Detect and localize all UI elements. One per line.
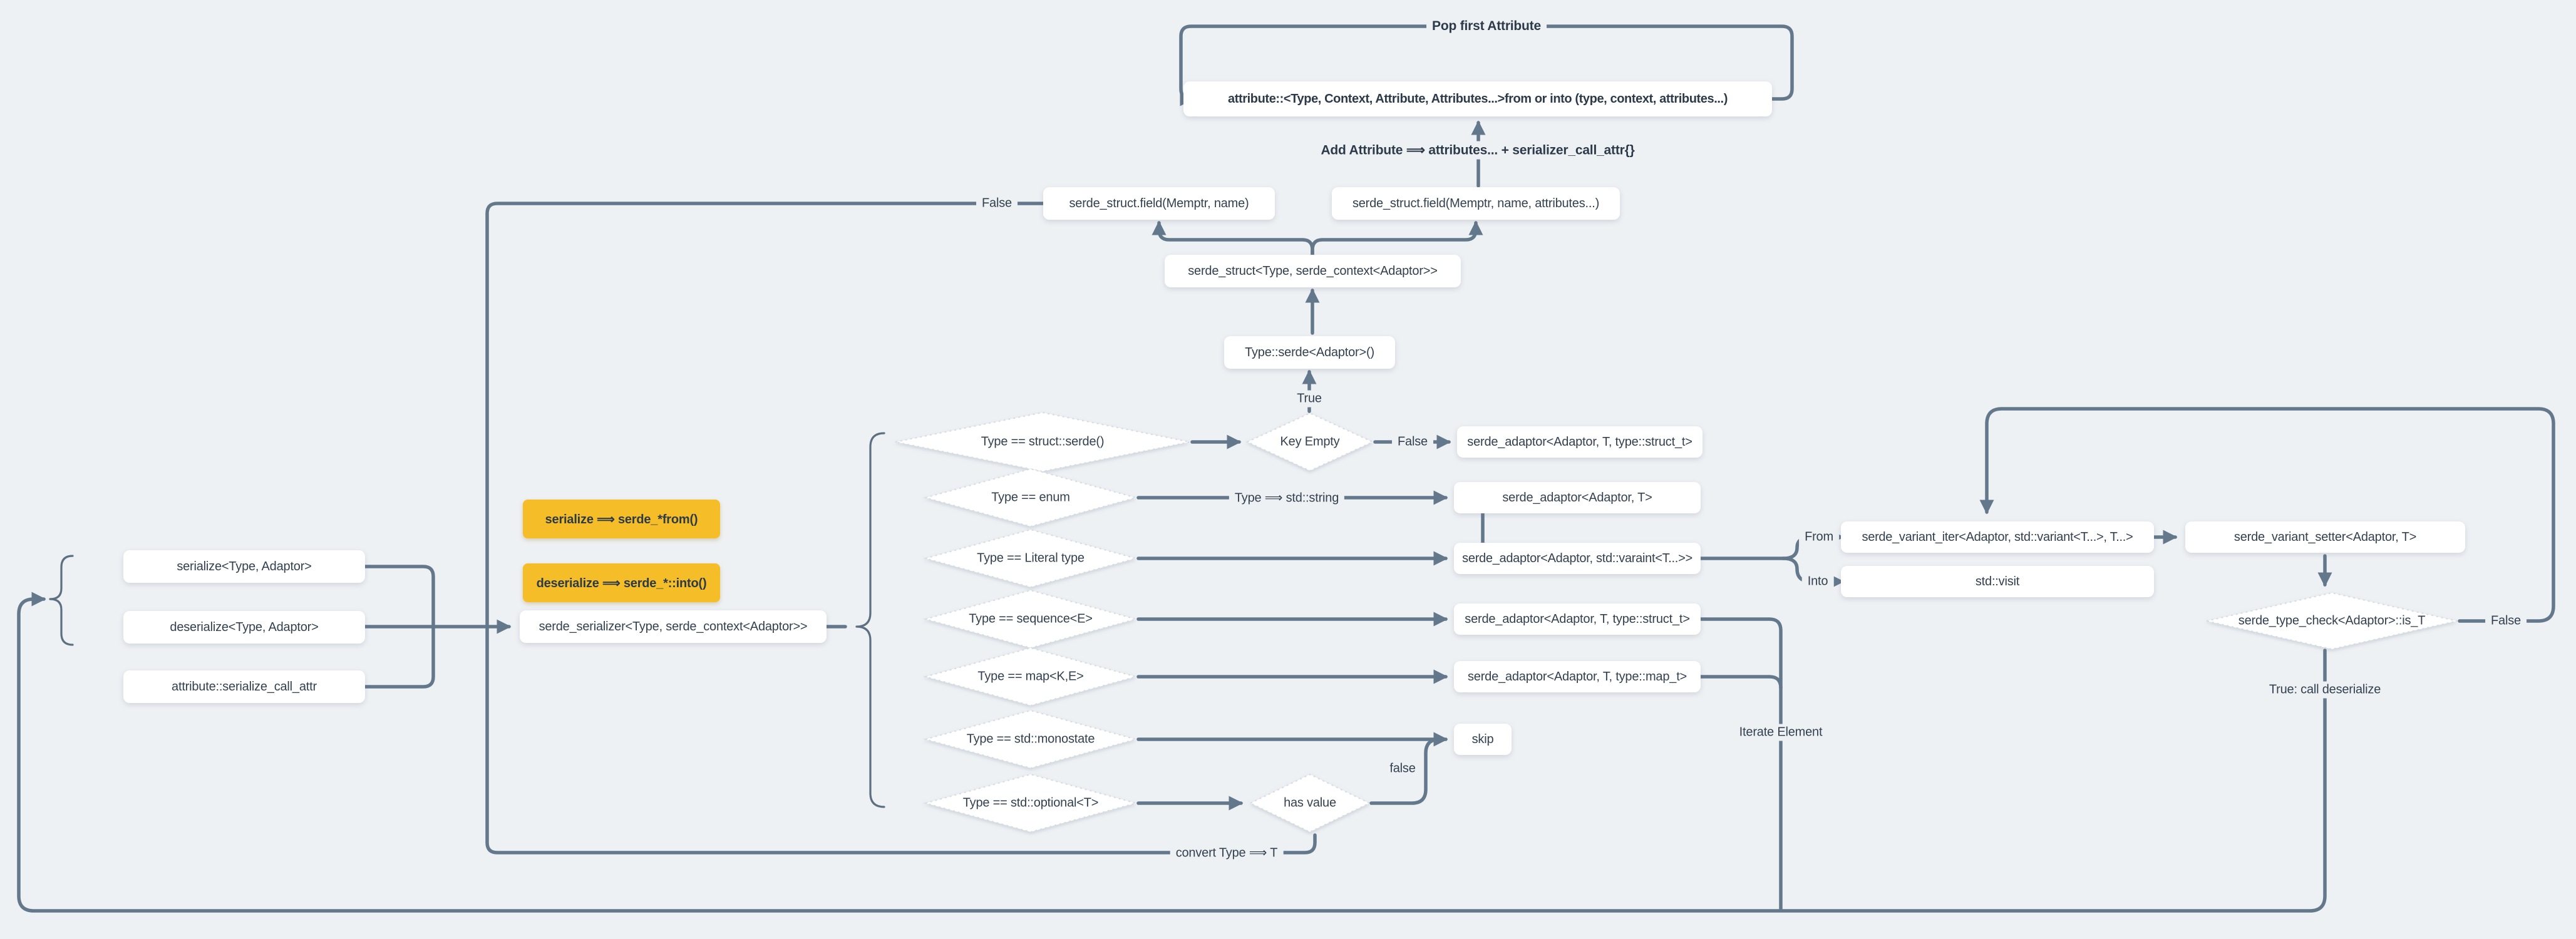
adaptor-t-box: serde_adaptor<Adaptor, T> [1454, 482, 1701, 513]
false-key-label: False [1392, 433, 1433, 451]
diamond-key-empty-label: Key Empty [1280, 434, 1340, 449]
diamond-enum-label: Type == enum [991, 490, 1070, 505]
edge-iterate-vertical [1699, 617, 1783, 911]
diamond-optional-label: Type == std::optional<T> [962, 796, 1099, 810]
serialize-box: serialize<Type, Adaptor> [123, 550, 365, 583]
skip-box: skip [1454, 724, 1512, 755]
diamond-map [923, 647, 1138, 707]
attribute-from-into-box: attribute::<Type, Context, Attribute, At… [1183, 81, 1772, 116]
diamond-has-value [1249, 773, 1371, 833]
brace-checks [855, 432, 885, 808]
edge-merge-attrcall [363, 625, 435, 689]
diamond-type-check [2206, 592, 2458, 650]
adaptor-struct-key-box: serde_adaptor<Adaptor, T, type::struct_t… [1457, 426, 1703, 458]
edge-fork-field-attrs [1311, 220, 1483, 257]
diamond-sequence [923, 589, 1138, 649]
diamond-sequence-label: Type == sequence<E> [969, 612, 1093, 626]
diamond-literal-label: Type == Literal type [977, 551, 1084, 565]
add-attribute-label: Add Attribute ⟹ attributes... + serializ… [1315, 141, 1641, 160]
edge-merge-serialize [363, 565, 435, 629]
variant-setter-box: serde_variant_setter<Adaptor, T> [2185, 521, 2465, 553]
edge-check-false-loop [1979, 407, 2555, 623]
type-to-string-label: Type ⟹ std::string [1229, 488, 1345, 507]
false-top-label: False [976, 195, 1018, 212]
serialize-rule-box: serialize ⟹ serde_*from() [523, 500, 720, 538]
diamond-monostate-label: Type == std::monostate [966, 732, 1095, 746]
true-top-label: True [1291, 390, 1327, 408]
true-deserialize-label: True: call deserialize [2263, 681, 2387, 699]
serde-struct-field-box: serde_struct.field(Memptr, name) [1043, 187, 1275, 220]
convert-type-label: convert Type ⟹ T [1170, 843, 1284, 862]
deserialize-rule-box: deserialize ⟹ serde_*::into() [523, 563, 720, 602]
type-serde-box: Type::serde<Adaptor>() [1224, 336, 1395, 369]
serde-serializer-box: serde_serializer<Type, serde_context<Ada… [520, 610, 827, 643]
diamond-key-empty [1245, 412, 1374, 472]
edge-check-true-loop [17, 592, 2327, 913]
diamond-struct-serde-label: Type == struct::serde() [981, 434, 1105, 449]
diamond-map-label: Type == map<K,E> [977, 669, 1084, 684]
diamond-optional [923, 773, 1138, 833]
serde-struct-box: serde_struct<Type, serde_context<Adaptor… [1165, 255, 1461, 287]
deserialize-box: deserialize<Type, Adaptor> [123, 611, 365, 644]
edge-fork-field-plain [1151, 220, 1314, 257]
edge-false-convert-loop [485, 202, 1317, 854]
false-optional-label: false [1384, 760, 1421, 777]
serde-struct-field-attrs-box: serde_struct.field(Memptr, name, attribu… [1332, 187, 1620, 220]
adaptor-map-box: serde_adaptor<Adaptor, T, type::map_t> [1454, 661, 1701, 692]
std-visit-box: std::visit [1841, 566, 2154, 597]
diamond-struct-serde [895, 411, 1190, 473]
diamond-type-check-label: serde_type_check<Adaptor>::is_T [2238, 613, 2426, 628]
brace-entry [49, 555, 74, 646]
diamond-literal [923, 528, 1138, 588]
diamond-has-value-label: has value [1284, 796, 1336, 810]
variant-iter-box: serde_variant_iter<Adaptor, std::variant… [1841, 521, 2154, 553]
edge-hasvalue-false [1369, 737, 1441, 805]
into-label: Into [1801, 573, 1834, 590]
diamond-enum [923, 468, 1138, 528]
diamond-monostate [923, 709, 1138, 769]
edge-map-iterate-join [1699, 675, 1783, 690]
adaptor-struct-seq-box: serde_adaptor<Adaptor, T, type::struct_t… [1454, 603, 1701, 635]
false-check-label: False [2485, 612, 2527, 630]
adaptor-variant-box: serde_adaptor<Adaptor, std::varaint<T...… [1454, 543, 1701, 574]
iterate-element-label: Iterate Element [1733, 724, 1828, 741]
from-label: From [1799, 528, 1839, 546]
pop-first-attribute-label: Pop first Attribute [1426, 18, 1547, 35]
attribute-call-box: attribute::serialize_call_attr [123, 670, 365, 703]
